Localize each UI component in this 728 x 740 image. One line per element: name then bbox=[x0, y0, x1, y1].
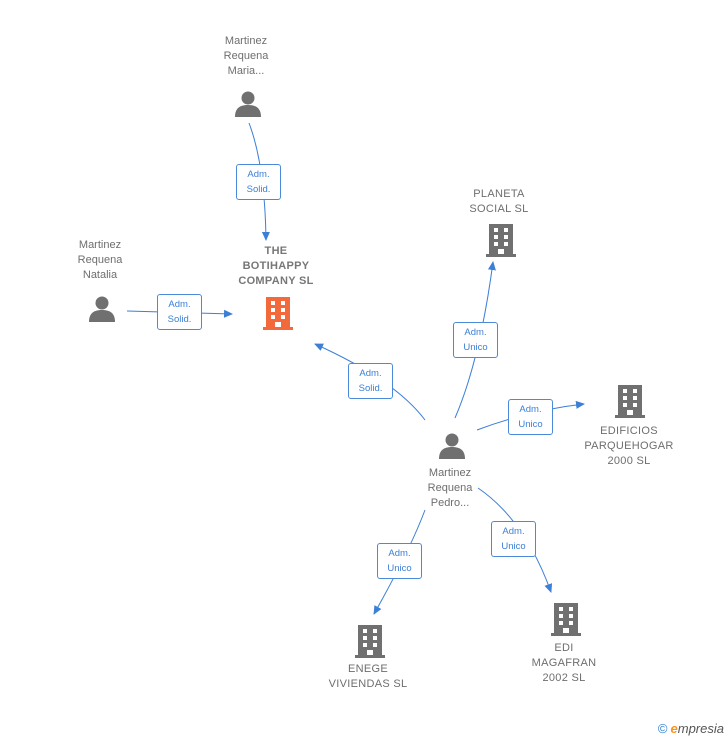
node-label-maria[interactable]: Martinez Requena Maria... bbox=[223, 35, 269, 77]
node-label-botihappy[interactable]: THE BOTIHAPPY COMPANY SL bbox=[238, 245, 314, 287]
edge-label-pedro-planeta: Adm. Unico bbox=[453, 322, 498, 358]
brand-logo-text: mpresia bbox=[677, 721, 724, 736]
edge-label-pedro-edificios: Adm. Unico bbox=[508, 399, 553, 435]
node-label-natalia[interactable]: Martinez Requena Natalia bbox=[77, 239, 123, 281]
person-icon[interactable] bbox=[89, 296, 115, 323]
node-label-planeta[interactable]: PLANETA SOCIAL SL bbox=[469, 188, 529, 215]
copyright-icon: © bbox=[657, 721, 668, 736]
node-label-enege[interactable]: ENEGE VIVIENDAS SL bbox=[328, 663, 408, 690]
person-icon[interactable] bbox=[439, 433, 465, 460]
node-label-pedro[interactable]: Martinez Requena Pedro... bbox=[427, 467, 473, 509]
edge-label-pedro-magafran: Adm. Unico bbox=[491, 521, 536, 557]
edge-label-maria-botihappy: Adm. Solid. bbox=[236, 164, 281, 200]
person-icon[interactable] bbox=[235, 91, 261, 118]
edge-label-natalia-botihappy: Adm. Solid. bbox=[157, 294, 202, 330]
edge-label-pedro-enege: Adm. Unico bbox=[377, 543, 422, 579]
footer-brand: ©empresia bbox=[658, 721, 724, 736]
edge-label-pedro-botihappy: Adm. Solid. bbox=[348, 363, 393, 399]
brand-logo-initial: e bbox=[670, 721, 678, 736]
node-label-magafran[interactable]: EDI MAGAFRAN 2002 SL bbox=[531, 642, 597, 684]
node-label-edificios[interactable]: EDIFICIOS PARQUEHOGAR 2000 SL bbox=[584, 425, 674, 467]
